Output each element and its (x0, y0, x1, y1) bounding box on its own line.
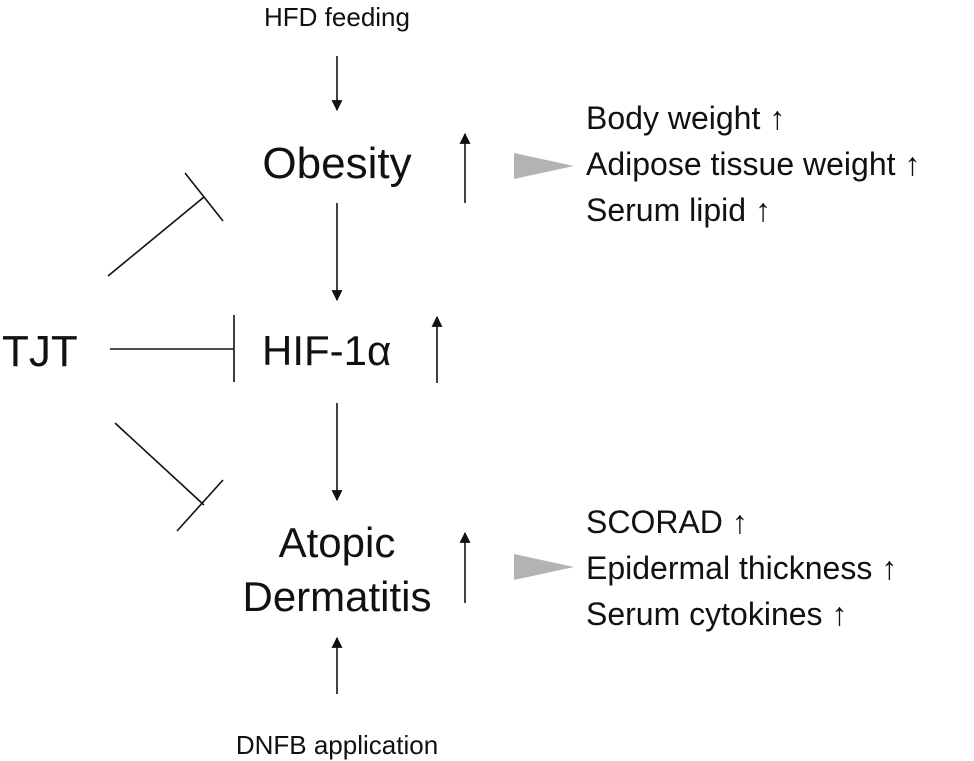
inhibit-tjt-ad (114, 422, 224, 532)
obesity-effects-list: Body weight ↑ Adipose tissue weight ↑ Se… (586, 102, 920, 226)
node-dermatitis: Dermatitis (242, 573, 432, 620)
ad-effects-list: SCORAD ↑ Epidermal thickness ↑ Serum cyt… (586, 506, 897, 630)
pointer-ad-effects (514, 554, 574, 580)
effect-epidermal-thickness: Epidermal thickness ↑ (586, 550, 898, 586)
input-hfd-feeding: HFD feeding (264, 2, 410, 32)
inhibit-tjt-hif (110, 315, 235, 382)
node-obesity: Obesity (262, 139, 412, 188)
node-tjt: TJT (2, 327, 78, 376)
effect-scorad: SCORAD ↑ (586, 504, 748, 540)
effect-serum-lipid: Serum lipid ↑ (586, 192, 771, 228)
effect-body-weight: Body weight ↑ (586, 100, 786, 136)
inhibit-tjt-obesity (107, 172, 224, 277)
pointer-obesity-effects (514, 153, 574, 179)
input-dnfb-application: DNFB application (235, 730, 439, 760)
node-atopic: Atopic (278, 519, 396, 566)
node-hif-1a: HIF-1α (262, 327, 392, 374)
effect-adipose-tissue-weight: Adipose tissue weight ↑ (586, 146, 921, 182)
effect-serum-cytokines: Serum cytokines ↑ (586, 596, 848, 632)
